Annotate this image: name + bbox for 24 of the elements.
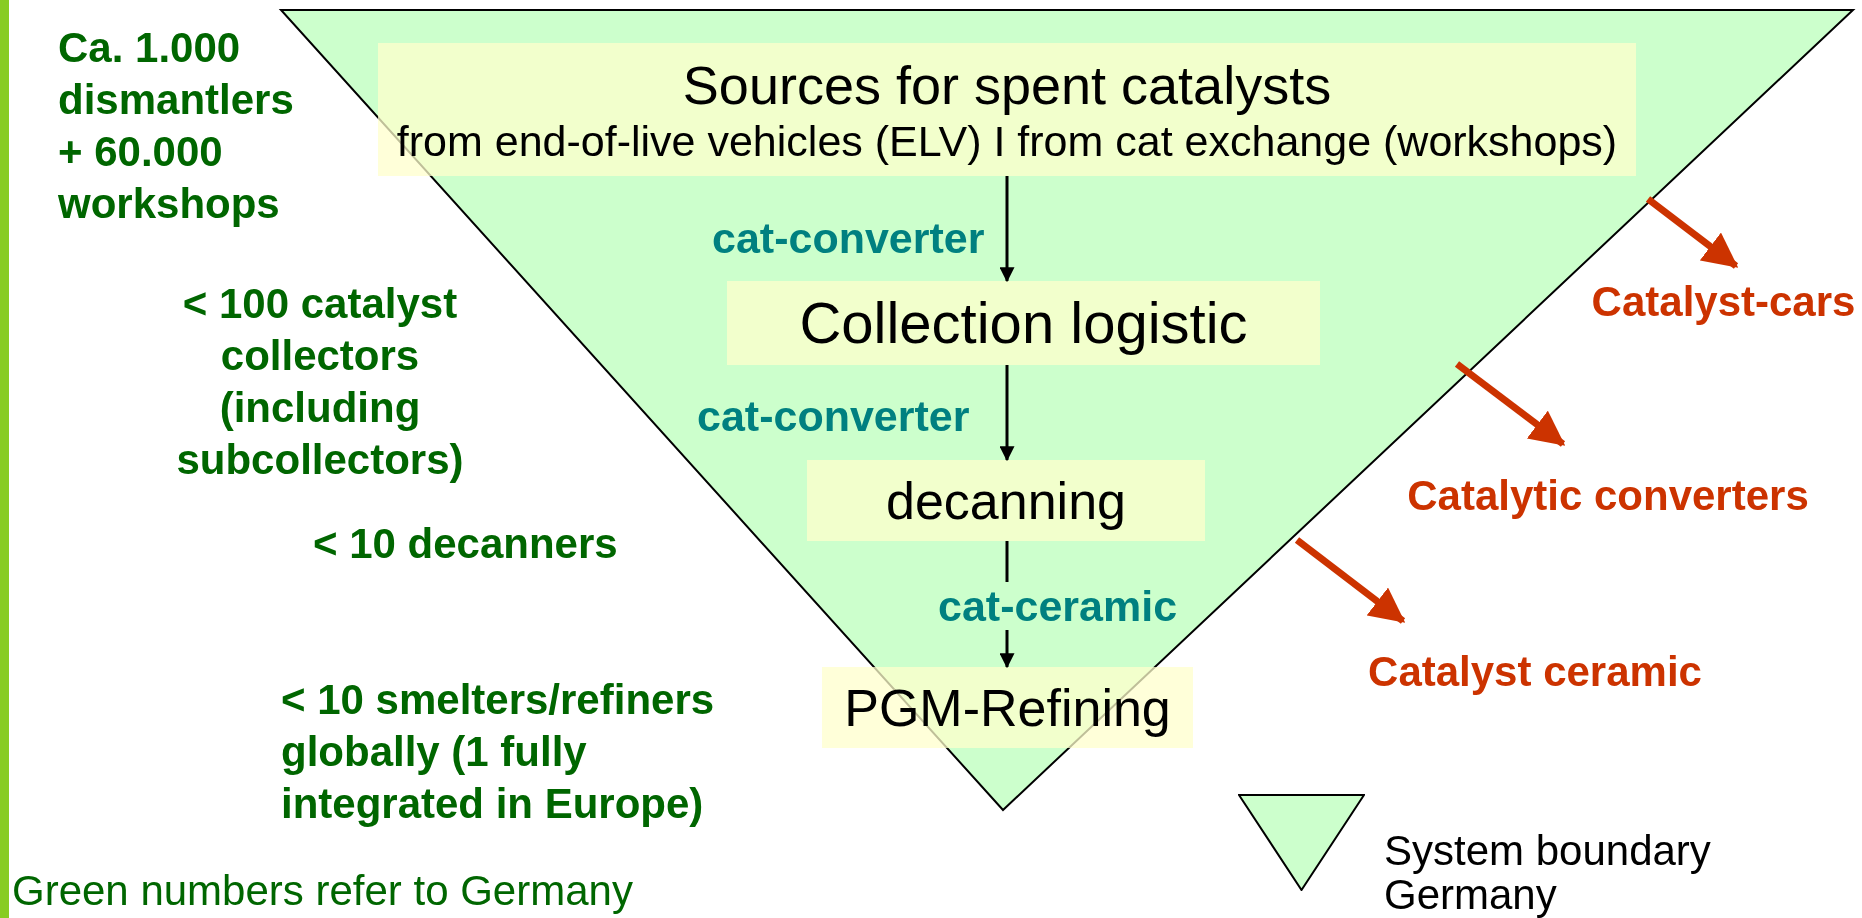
box-title: Collection logistic [799, 290, 1248, 356]
count-note: < 10 smelters/refiners globally (1 fully integrated in Europe) [281, 675, 716, 829]
count-note: < 10 decanners [313, 519, 619, 569]
process-box [378, 43, 1636, 176]
box-title: Sources for spent catalysts [682, 53, 1332, 116]
arrow [999, 176, 1015, 283]
arrow [1454, 361, 1566, 447]
arrow [999, 365, 1015, 462]
count-note: < 100 catalyst collectors (including subcollectors) [175, 279, 465, 485]
arrow [1645, 196, 1739, 269]
box-title: PGM-Refining [844, 677, 1171, 738]
output-label: Catalytic converters [1407, 472, 1809, 520]
box-title: decanning [886, 470, 1126, 531]
count-note: Ca. 1.000 dismantlers + 60.000 workshops [58, 23, 295, 229]
box-subtitle: from end-of-live vehicles (ELV) I from cat exchange (workshops) [396, 115, 1618, 166]
arrow [1294, 537, 1406, 624]
output-label: Catalyst ceramic [1368, 648, 1702, 696]
legend-text: System boundary Germany [1384, 829, 1712, 917]
process-box [822, 667, 1193, 748]
footnote: Green numbers refer to Germany [12, 868, 633, 914]
edge-label: cat-ceramic [938, 582, 1178, 630]
process-box [727, 281, 1320, 365]
output-label: Catalyst-cars [1591, 278, 1856, 326]
process-box [807, 460, 1205, 541]
